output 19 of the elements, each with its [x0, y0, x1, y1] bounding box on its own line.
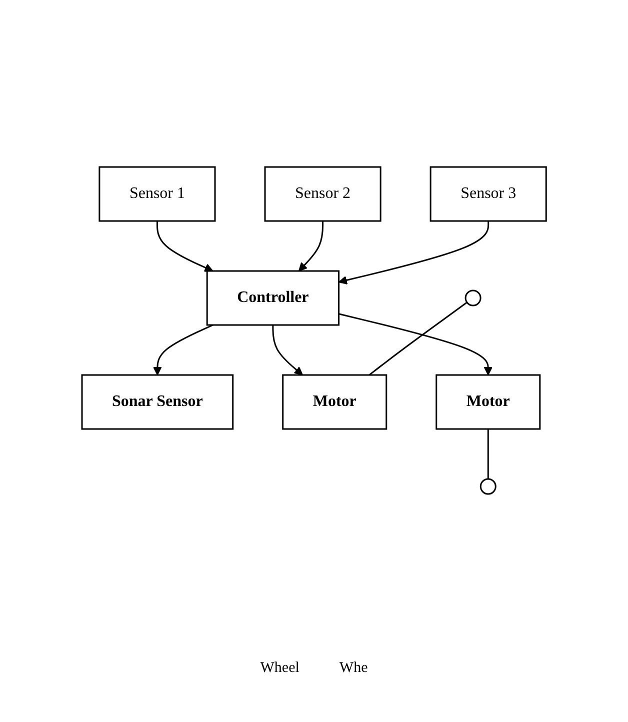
node-box: Sensor 1 [98, 166, 216, 222]
node-box: Motor [282, 374, 388, 430]
node-circle [480, 478, 496, 494]
node-box: Motor [436, 374, 541, 430]
arrow [338, 220, 490, 284]
node-circle [464, 289, 482, 306]
connector [487, 428, 489, 478]
arrow [338, 312, 492, 375]
node-box: Sonar Sensor [81, 374, 234, 430]
text-label: Wheel [260, 660, 300, 676]
arrow [156, 220, 214, 272]
arrow [272, 324, 303, 375]
connector [368, 301, 468, 376]
node-box: Sensor 2 [264, 166, 382, 222]
text-label: Whe [339, 660, 368, 676]
arrow [152, 324, 214, 375]
arrow [298, 220, 324, 271]
node-box: Sensor 3 [430, 166, 547, 222]
node-box: Controller [206, 270, 340, 326]
